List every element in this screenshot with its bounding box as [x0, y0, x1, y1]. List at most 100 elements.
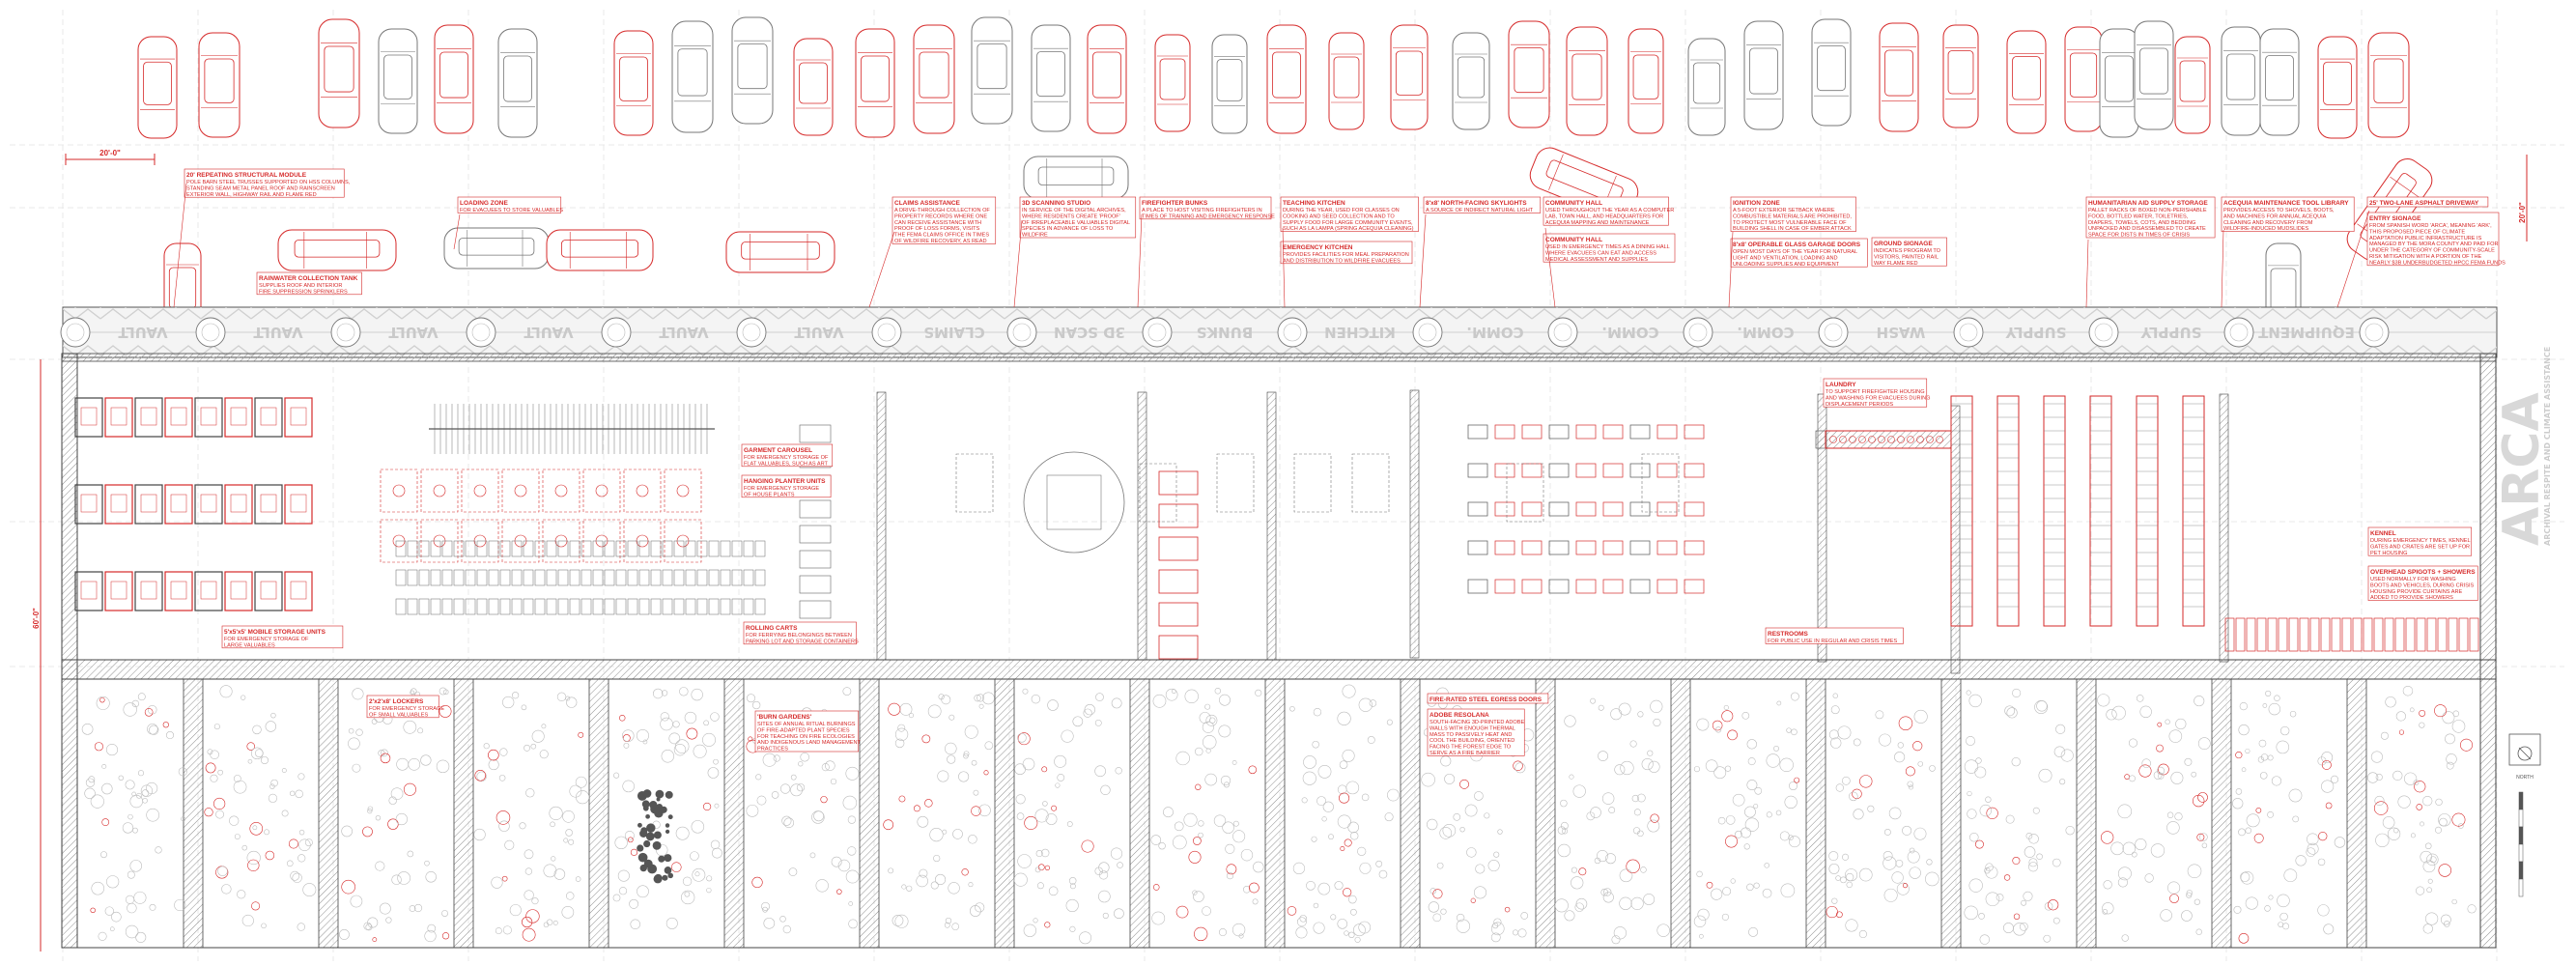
annotation-body: MEDICAL ASSESSMENT AND SUPPLIES	[1545, 257, 1648, 263]
parked-car	[1390, 24, 1429, 130]
annotation-body: WILDFIRE	[1022, 233, 1048, 239]
vault-ground-label: WASH	[1877, 324, 1926, 341]
annotation-body: TIMES OF TRAINING AND EMERGENCY RESPONSE	[1142, 213, 1275, 219]
parked-car	[1879, 22, 1919, 132]
parked-car	[793, 38, 834, 136]
annotation-body: UNPACKED AND DISASSEMBLED TO CREATE	[2088, 226, 2206, 232]
parked-car	[671, 20, 714, 133]
annotation-body: PARKING LOT AND STORAGE CONTAINERS	[746, 639, 859, 644]
annotation-body: USED THROUGHOUT THE YEAR AS A COMPUTER	[1545, 208, 1674, 213]
annotation-body: ADDED TO PROVIDE SHOWERS	[2370, 595, 2453, 601]
parked-car	[1211, 34, 1248, 134]
annotation-title: IGNITION ZONE	[1733, 200, 1780, 207]
parked-car	[2174, 36, 2211, 134]
annotation-title: KENNEL	[2370, 530, 2396, 537]
adobe-resolana-wall	[2346, 678, 2367, 949]
parked-car	[277, 229, 397, 271]
parked-car	[2064, 26, 2103, 132]
adobe-resolana-wall	[1129, 678, 1150, 949]
annotation-title: LAUNDRY	[1826, 382, 1856, 388]
parked-car	[2134, 20, 2174, 130]
annotation-title: RAINWATER COLLECTION TANK	[259, 275, 358, 282]
adobe-resolana-wall	[588, 678, 609, 949]
annotation-title: 8'x8' OPERABLE GLASS GARAGE DOORS	[1733, 242, 1861, 248]
annotation-body: AND INDIGENOUS LAND MANAGEMENT	[757, 740, 861, 746]
north-arrow: NORTH	[2508, 733, 2541, 897]
annotation-body: OF FIRE-ADAPTED PLANT SPECIES	[757, 727, 850, 733]
annotation-body: OPEN MOST DAYS OF THE YEAR FOR NATURAL	[1733, 249, 1857, 255]
dimension-lines: 20'-0" 60'-0" 20'-0"	[32, 149, 2528, 952]
adobe-resolana-wall	[1400, 678, 1421, 949]
annotation-title: 8'x8' NORTH-FACING SKYLIGHTS	[1426, 200, 1527, 207]
annotation-body: LARGE VALUABLES	[224, 642, 275, 648]
annotation-body: FOR EMERGENCY STORAGE OF	[224, 637, 309, 642]
vault-ground-label: EQUIPMENT	[2257, 324, 2354, 341]
annotation-body: AND MACHINES FOR ANNUAL ACEQUIA	[2223, 213, 2327, 219]
parked-car	[731, 16, 774, 125]
parked-car	[2367, 32, 2410, 138]
annotation-body: ACEQUIA MAPPING AND MAINTENANCE	[1545, 220, 1650, 226]
adobe-resolana-wall	[1805, 678, 1826, 949]
guide-grid	[10, 10, 2564, 961]
annotation-body: SITES OF ANNUAL RITUAL BURNINGS	[757, 722, 856, 727]
annotation-body: LAB, TOWN HALL, AND HEADQUARTERS FOR	[1545, 213, 1663, 219]
vault-ground-label: VAULT	[659, 324, 709, 341]
annotation-title: 2'x2'x8' LOCKERS	[369, 698, 424, 705]
parked-car	[1687, 38, 1726, 136]
annotation-body: CLEANING AND RECOVERY FROM	[2223, 220, 2313, 226]
annotation-body: FIRE SUPPRESSION SPRINKLERS	[259, 289, 348, 295]
adobe-resolana-wall	[994, 678, 1015, 949]
vault-ground-label: KITCHEN	[1324, 324, 1396, 341]
annotation-title: FIREFIGHTER BUNKS	[1142, 200, 1208, 207]
parked-car	[434, 24, 474, 134]
vault-ground-label: COMM.	[1737, 324, 1794, 341]
parked-car	[1452, 32, 1490, 130]
annotation-body: WALLS WITH ENOUGH THERMAL	[1430, 725, 1515, 731]
annotation-body: COOKING AND SEED COLLECTION AND TO	[1283, 213, 1395, 219]
annotation-body: ADAPTATION PUBLIC INFRASTRUCTURE IS	[2369, 236, 2482, 242]
adobe-resolana-wall	[723, 678, 745, 949]
annotation-body: PET HOUSING	[2370, 551, 2407, 556]
parked-car	[318, 18, 360, 128]
annotation-body: USED NORMALLY FOR WASHING	[2370, 577, 2456, 582]
annotation-body: FOR FERRYING BELONGINGS BETWEEN	[746, 633, 852, 639]
annotation-title: 3D SCANNING STUDIO	[1022, 200, 1090, 207]
annotation-body: FACING THE FOREST EDGE TO	[1430, 745, 1512, 751]
scale-bar	[2518, 791, 2524, 897]
annotation-body: PRACTICES	[757, 747, 788, 753]
annotation-body: WHERE RESIDENTS CREATE 'PROOF'	[1022, 213, 1120, 219]
adobe-resolana-wall	[859, 678, 880, 949]
annotation-body: EXTERIOR WALL, HIGHWAY RAIL AND FLAME RE…	[186, 192, 317, 198]
adobe-resolana-wall	[453, 678, 474, 949]
annotation-body: SUCH AS LA LAMPA (SPRING ACEQUIA CLEANIN…	[1283, 226, 1414, 232]
vault-ground-label: VAULT	[388, 324, 439, 341]
adobe-resolana-wall	[1264, 678, 1286, 949]
parked-car	[2099, 28, 2139, 138]
vault-ground-label: VAULT	[524, 324, 574, 341]
annotation-body: SUPPLIES ROOF AND INTERIOR	[259, 283, 342, 289]
brand: ARCA ARCHIVAL RESPITE AND CLIMATE ASSIST…	[2493, 347, 2552, 546]
annotation-body: FOR EVACUEES TO STORE VALUABLES	[460, 208, 563, 213]
annotation-body: A 5-FOOT EXTERIOR SETBACK WHERE	[1733, 208, 1835, 213]
adobe-resolana-wall	[1940, 678, 1962, 949]
annotation-body: GATES AND CRATES ARE SET UP FOR	[2370, 544, 2470, 550]
annotation-title: RESTROOMS	[1768, 631, 1809, 638]
vault-ground-label: SUPPLY	[2004, 324, 2066, 341]
vault-ground-label: COMM.	[1601, 324, 1658, 341]
annotation-title: ADOBE RESOLANA	[1430, 712, 1489, 719]
building-shell	[61, 353, 2497, 949]
annotation-body: CAN RECEIVE ASSISTANCE WITH	[894, 220, 981, 226]
